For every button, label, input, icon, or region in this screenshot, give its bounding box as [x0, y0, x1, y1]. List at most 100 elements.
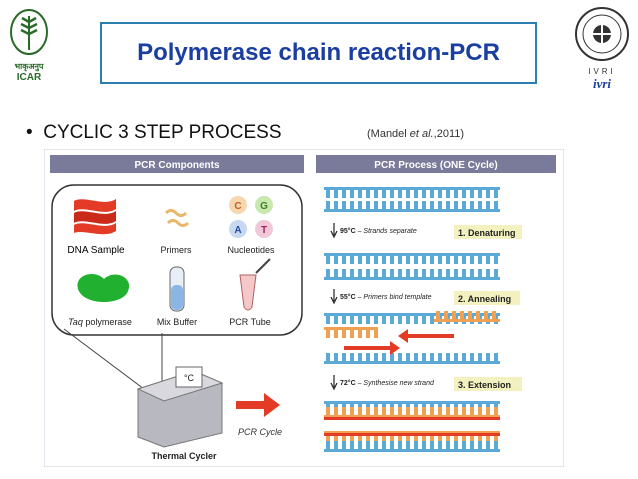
strand-bottom-1-tooth	[350, 269, 354, 277]
strand-bottom-0-tooth	[430, 201, 434, 209]
strand-bottom-0-tooth	[494, 201, 498, 209]
strand-top-2-tooth	[358, 316, 362, 324]
nucleotides-label: Nucleotides	[227, 245, 275, 255]
strand-bottom-0-tooth	[446, 201, 450, 209]
step1-label-box	[454, 225, 522, 239]
strand-bottom-3-tooth	[366, 441, 370, 449]
strand-bottom-0-tooth	[462, 201, 466, 209]
dna-label: DNA Sample	[67, 245, 125, 256]
strand-top-0-tooth	[334, 190, 338, 198]
strand-bottom-3-tooth	[430, 441, 434, 449]
new-strand-top-3-tooth	[422, 407, 426, 415]
strand-bottom-1-tooth	[382, 269, 386, 277]
strand-bottom-0-tooth	[486, 201, 490, 209]
strand-top-1-tooth	[438, 256, 442, 264]
icar-text: ICAR	[16, 72, 42, 83]
step3-arrow-icon	[330, 375, 338, 391]
strand-bottom-1-tooth	[422, 269, 426, 277]
strand-bottom-3-tooth	[326, 441, 330, 449]
strand-bottom-0-tooth	[342, 201, 346, 209]
primers-label: Primers	[161, 245, 192, 255]
strand-bottom-3-tooth	[390, 441, 394, 449]
strand-top-1-tooth	[462, 256, 466, 264]
citation: (Mandel et al.,2011)	[367, 128, 465, 140]
strand-top-0-tooth	[398, 190, 402, 198]
new-strand-top-3-tooth	[470, 407, 474, 415]
strand-top-2-tooth	[406, 316, 410, 324]
new-strand-top-3-tooth	[430, 407, 434, 415]
strand-top-0-tooth	[430, 190, 434, 198]
strand-top-1-tooth	[390, 256, 394, 264]
strand-bottom-2-tooth	[390, 353, 394, 361]
new-strand-bottom-3-tooth	[486, 434, 490, 442]
new-strand-top-3-tooth	[414, 407, 418, 415]
strand-bottom-0-tooth	[470, 201, 474, 209]
primer-bottom-2-tooth	[334, 330, 338, 338]
strand-bottom-2-tooth	[454, 353, 458, 361]
extension-line-2	[324, 433, 500, 436]
strand-bottom-0-tooth	[326, 201, 330, 209]
new-strand-top-3-tooth	[462, 407, 466, 415]
new-strand-top-3-tooth	[398, 407, 402, 415]
strand-bottom-1-tooth	[342, 269, 346, 277]
strand-bottom-3-tooth	[342, 441, 346, 449]
new-strand-bottom-3-tooth	[470, 434, 474, 442]
new-strand-bottom-3-backbone	[324, 431, 500, 434]
strand-top-0-backbone	[324, 187, 500, 190]
step1-arrow-icon	[330, 223, 338, 239]
strand-bottom-2-tooth	[358, 353, 362, 361]
strand-top-2-tooth	[398, 316, 402, 324]
strand-top-0-tooth	[478, 190, 482, 198]
new-strand-bottom-3-tooth	[446, 434, 450, 442]
strand-bottom-2-tooth	[326, 353, 330, 361]
strand-bottom-0-tooth	[422, 201, 426, 209]
strand-top-1-tooth	[486, 256, 490, 264]
strand-bottom-3-tooth	[350, 441, 354, 449]
strand-bottom-1-tooth	[358, 269, 362, 277]
strand-bottom-2-tooth	[350, 353, 354, 361]
strand-top-2-tooth	[366, 316, 370, 324]
new-strand-top-3-tooth	[382, 407, 386, 415]
strand-bottom-1-tooth	[374, 269, 378, 277]
primer-top-2-tooth	[452, 311, 456, 319]
strand-top-1-tooth	[342, 256, 346, 264]
new-strand-bottom-3-tooth	[462, 434, 466, 442]
strand-top-2-tooth	[374, 316, 378, 324]
step2-label: 2. Annealing	[458, 294, 511, 304]
strand-bottom-2-tooth	[446, 353, 450, 361]
strand-top-1-tooth	[478, 256, 482, 264]
primer-bottom-2-tooth	[374, 330, 378, 338]
new-strand-bottom-3-tooth	[494, 434, 498, 442]
strand-bottom-2-tooth	[438, 353, 442, 361]
strand-bottom-3-tooth	[470, 441, 474, 449]
strand-top-2-tooth	[350, 316, 354, 324]
page-title: Polymerase chain reaction-PCR	[137, 39, 500, 66]
dna-sample-icon	[74, 199, 116, 235]
new-strand-bottom-3-tooth	[406, 434, 410, 442]
strand-bottom-1-tooth	[414, 269, 418, 277]
new-strand-bottom-3-tooth	[358, 434, 362, 442]
new-strand-top-3-backbone	[324, 415, 500, 418]
title-box: Polymerase chain reaction-PCR	[100, 22, 537, 84]
strand-top-1-tooth	[334, 256, 338, 264]
strand-bottom-0-tooth	[454, 201, 458, 209]
strand-bottom-2-tooth	[422, 353, 426, 361]
nucleotide-c: C	[234, 201, 241, 212]
thermal-cycler-icon	[136, 366, 224, 448]
new-strand-top-3-tooth	[478, 407, 482, 415]
new-strand-bottom-3-tooth	[414, 434, 418, 442]
primer-bottom-2-tooth	[350, 330, 354, 338]
strand-bottom-2-tooth	[414, 353, 418, 361]
thermal-cycler-label: Thermal Cycler	[151, 451, 217, 461]
strand-bottom-0-tooth	[334, 201, 338, 209]
strand-bottom-2-tooth	[406, 353, 410, 361]
strand-bottom-1-tooth	[406, 269, 410, 277]
strand-bottom-0-tooth	[414, 201, 418, 209]
strand-bottom-2-tooth	[366, 353, 370, 361]
new-strand-bottom-3-tooth	[366, 434, 370, 442]
new-strand-bottom-3-tooth	[334, 434, 338, 442]
new-strand-bottom-3-tooth	[326, 434, 330, 442]
strand-bottom-2-backbone	[324, 361, 500, 364]
new-strand-bottom-3-tooth	[374, 434, 378, 442]
strand-bottom-0-tooth	[358, 201, 362, 209]
